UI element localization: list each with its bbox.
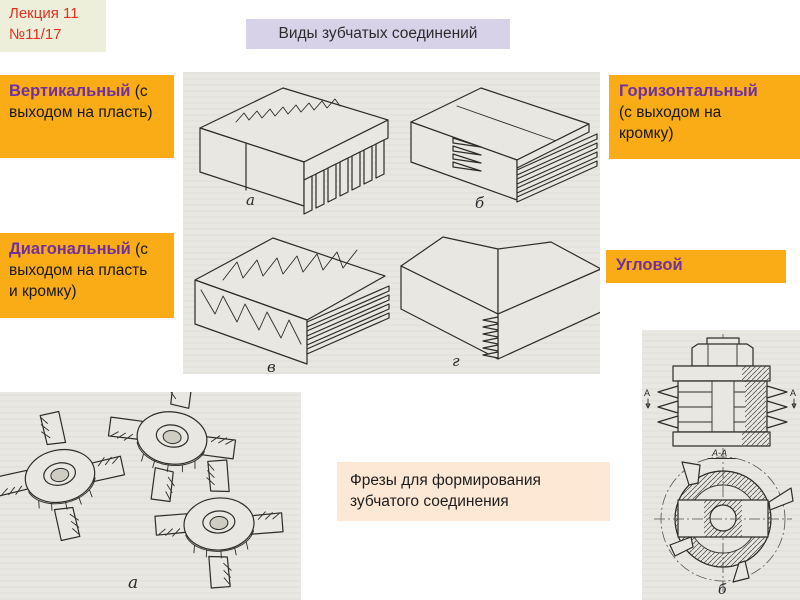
cutters-note: Фрезы для формирования зубчатого соедине… [337, 462, 610, 521]
cutters-note-line1: Фрезы для формирования [350, 472, 541, 489]
assembly-label: б [718, 582, 727, 598]
joint-label-b: б [475, 194, 485, 212]
lecture-badge-line1: Лекция 11 [9, 5, 79, 22]
cutters-note-line2: зубчатого соединения [350, 493, 509, 511]
callout-diagonal-title: Диагональный [9, 240, 131, 258]
assembly-section-view [654, 456, 794, 583]
callout-corner-title: Угловой [616, 256, 683, 274]
callout-corner: Угловой [606, 250, 786, 283]
joints-figure: а б [183, 72, 600, 374]
cutters-drawing: а [0, 392, 301, 600]
joints-drawing: а б [194, 87, 600, 374]
slide-title: Виды зубчатых соединений [246, 19, 510, 49]
callout-horizontal: Горизонтальный (с выходом на кромку) [609, 75, 800, 159]
callout-horizontal-title: Горизонтальный [619, 82, 758, 100]
joint-label-a: а [246, 191, 255, 209]
cutters-label: а [128, 573, 138, 593]
cutter-2 [94, 392, 250, 516]
callout-diagonal: Диагональный (с выходом на пласть и кром… [0, 233, 174, 318]
section-mark-right: А [790, 388, 796, 398]
assembly-front-view: А А [644, 337, 797, 447]
callout-vertical-subtitle: (с выходом на пласть) [9, 83, 153, 121]
callout-horizontal-subtitle: (с выходом на кромку) [619, 103, 722, 142]
joint-drawing-diagonal: в [194, 237, 390, 374]
section-mark-left: А [644, 388, 650, 398]
callout-vertical-title: Вертикальный [9, 82, 131, 100]
cutters-figure: а [0, 392, 301, 600]
callout-vertical: Вертикальный (с выходом на пласть) [0, 75, 174, 158]
joint-label-v: в [267, 358, 276, 374]
joint-label-g: г [452, 352, 460, 370]
lecture-badge-line2: №11/17 [9, 25, 62, 43]
joint-drawing-vertical: а [199, 87, 389, 215]
joint-drawing-corner: г [400, 236, 600, 370]
section-title: А-А [711, 448, 727, 458]
assembly-figure: А А А-А б [642, 330, 800, 600]
lecture-badge: Лекция 11 №11/17 [0, 0, 106, 52]
assembly-drawing: А А А-А б [644, 334, 797, 598]
joint-drawing-horizontal: б [410, 87, 598, 212]
callout-diagonal-subtitle: (с выходом на пласть и кромку) [9, 241, 149, 300]
